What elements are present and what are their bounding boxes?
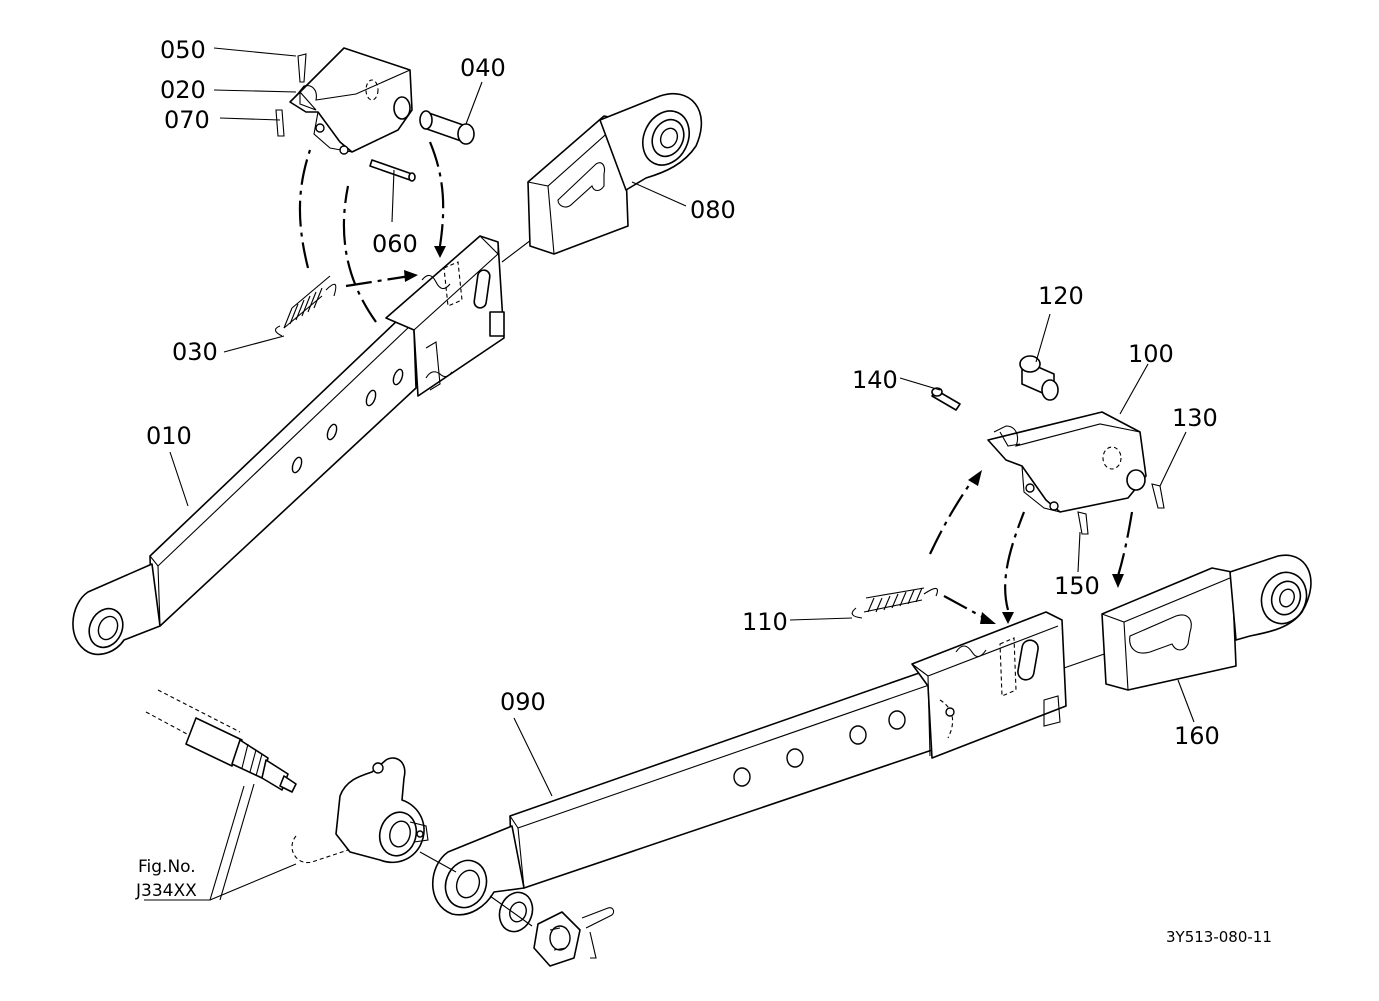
label-080: 080 [690, 196, 736, 224]
label-060: 060 [372, 230, 418, 258]
latch-bracket-020 [289, 47, 413, 155]
assembly-arrows-left [298, 141, 446, 323]
drawing-code: 3Y513-080-11 [1166, 928, 1272, 946]
label-100: 100 [1128, 340, 1174, 368]
label-020: 020 [160, 76, 206, 104]
cotter-pin-130 [1151, 483, 1165, 509]
washer [498, 891, 534, 933]
castle-nut [533, 911, 581, 967]
pin-040 [419, 110, 475, 145]
guide-line-090-160 [1063, 651, 1111, 669]
spring-030 [274, 275, 337, 337]
guide-line-fork-090 [419, 851, 457, 873]
lower-link-right-090 [431, 611, 1067, 916]
label-070: 070 [164, 106, 210, 134]
pin-140 [931, 387, 961, 411]
stabilizer-block-160 [1101, 554, 1312, 691]
label-130: 130 [1172, 404, 1218, 432]
leader-lines [144, 47, 1195, 901]
lower-link-left-010 [72, 235, 505, 656]
label-150: 150 [1054, 572, 1100, 600]
label-090: 090 [500, 688, 546, 716]
label-140: 140 [852, 366, 898, 394]
cotter-pin-050 [297, 53, 307, 83]
lift-rod-reference [145, 689, 429, 864]
assembly-arrows-right [929, 470, 1134, 624]
label-160: 160 [1174, 722, 1220, 750]
label-110: 110 [742, 608, 788, 636]
label-040: 040 [460, 54, 506, 82]
spring-110 [851, 587, 939, 619]
pin-120 [1019, 355, 1059, 401]
label-050: 050 [160, 36, 206, 64]
label-010: 010 [146, 422, 192, 450]
stabilizer-block-080 [527, 92, 703, 255]
cotter-pin-nut [581, 907, 615, 959]
guide-line-nut [489, 895, 533, 927]
label-120: 120 [1038, 282, 1084, 310]
cotter-pin-150 [1077, 511, 1089, 535]
cotter-pin-070 [275, 109, 285, 137]
label-030: 030 [172, 338, 218, 366]
latch-bracket-100 [987, 411, 1147, 513]
pin-060 [369, 159, 416, 182]
reference-fig-label: Fig.No. [138, 857, 196, 877]
reference-fig-number: J334XX [135, 881, 197, 901]
